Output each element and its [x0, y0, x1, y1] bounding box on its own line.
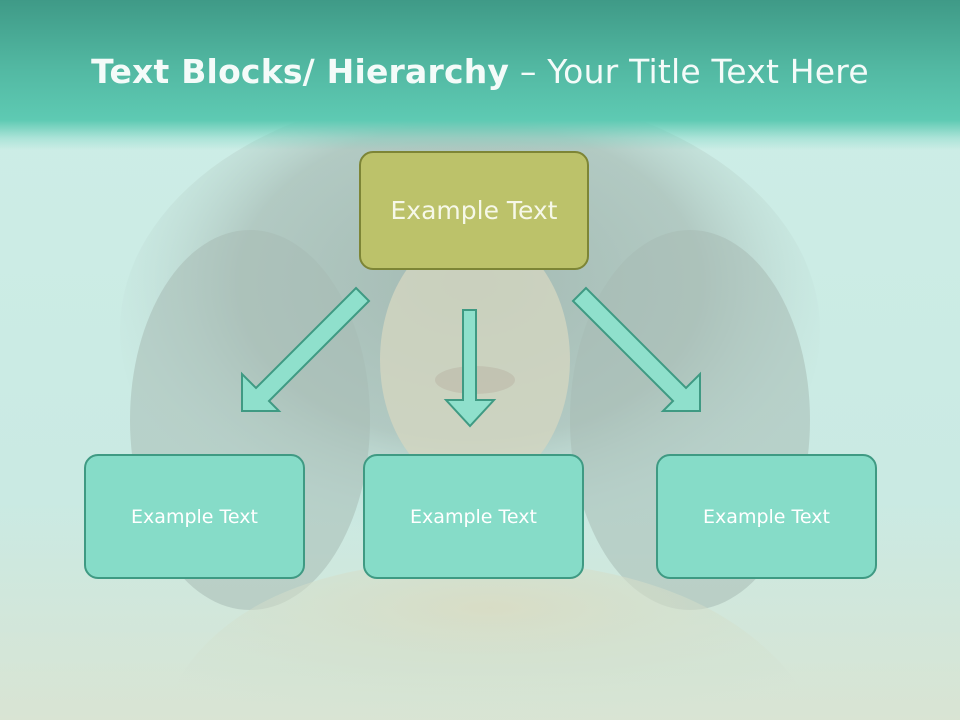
child-node-center[interactable]: Example Text	[363, 454, 584, 579]
arrow-center	[443, 309, 497, 428]
arrow-right	[571, 286, 701, 412]
top-node-label: Example Text	[390, 196, 558, 225]
child-node-right[interactable]: Example Text	[656, 454, 877, 579]
top-node[interactable]: Example Text	[359, 151, 589, 270]
child-node-label: Example Text	[131, 505, 258, 528]
title-bar	[0, 0, 960, 150]
title-rest-part: – Your Title Text Here	[509, 52, 869, 91]
arrow-left	[241, 286, 371, 412]
slide-title: Text Blocks/ Hierarchy – Your Title Text…	[0, 52, 960, 91]
child-node-left[interactable]: Example Text	[84, 454, 305, 579]
title-bold-part: Text Blocks/ Hierarchy	[91, 52, 510, 91]
child-node-label: Example Text	[410, 505, 537, 528]
child-node-label: Example Text	[703, 505, 830, 528]
